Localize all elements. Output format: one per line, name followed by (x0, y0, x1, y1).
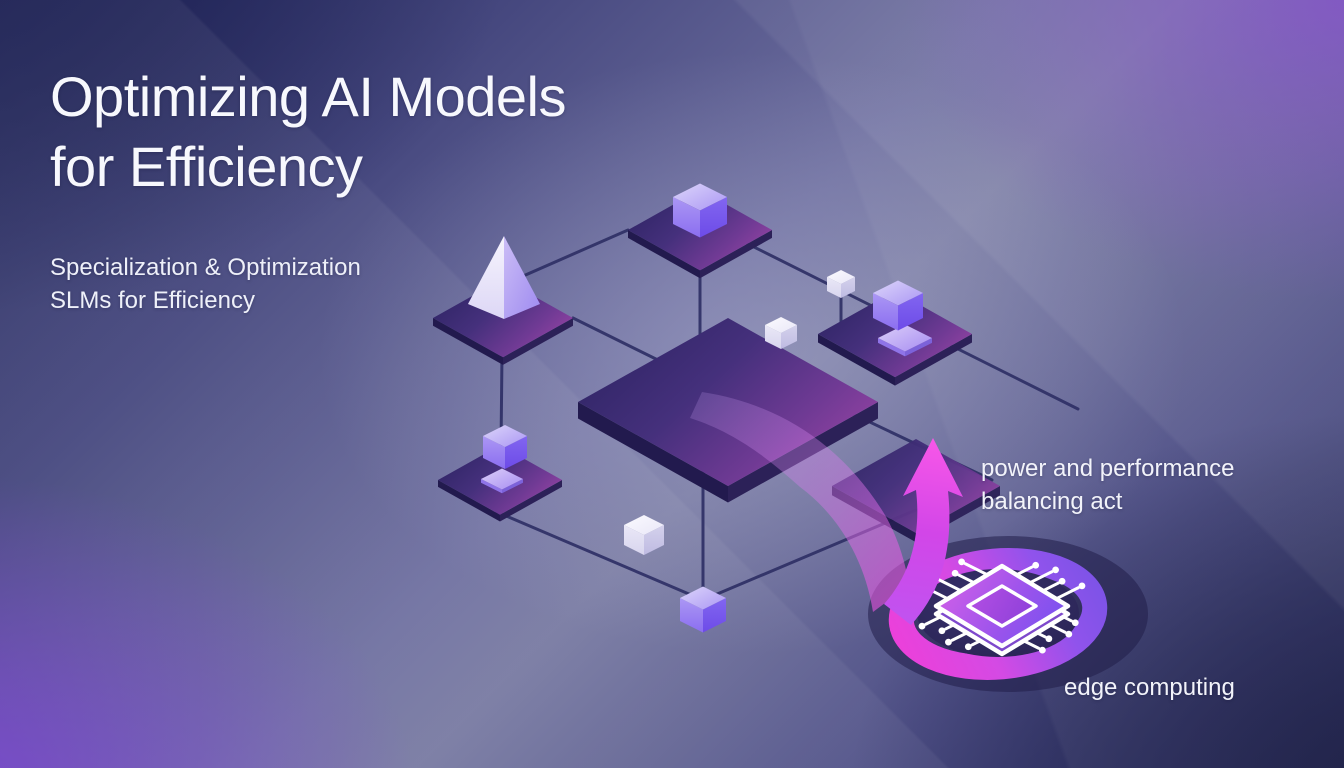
page-title: Optimizing AI Models for Efficiency (50, 62, 566, 202)
subtitle-line1: Specialization & Optimization (50, 254, 361, 281)
subtitle-line2: SLMs for Efficiency (50, 287, 255, 314)
pyramid-icon (468, 236, 540, 319)
annotation-line1: power and performance (981, 455, 1235, 482)
cube-icon (624, 515, 664, 555)
subtitle: Specialization & Optimization SLMs for E… (50, 251, 361, 317)
balancing-annotation: power and performance balancing act (981, 452, 1234, 518)
edge-computing-label: edge computing (1064, 674, 1235, 701)
platform-top (628, 183, 772, 279)
title-line2: for Efficiency (50, 135, 363, 198)
flow-band (690, 392, 909, 612)
swirl-ring (888, 548, 1108, 680)
platform-bottom-left (438, 425, 562, 522)
title-line1: Optimizing AI Models (50, 65, 566, 128)
annotation-line2: balancing act (981, 488, 1123, 515)
curved-up-arrow-icon (884, 438, 963, 625)
platform-pyramid (433, 236, 573, 365)
